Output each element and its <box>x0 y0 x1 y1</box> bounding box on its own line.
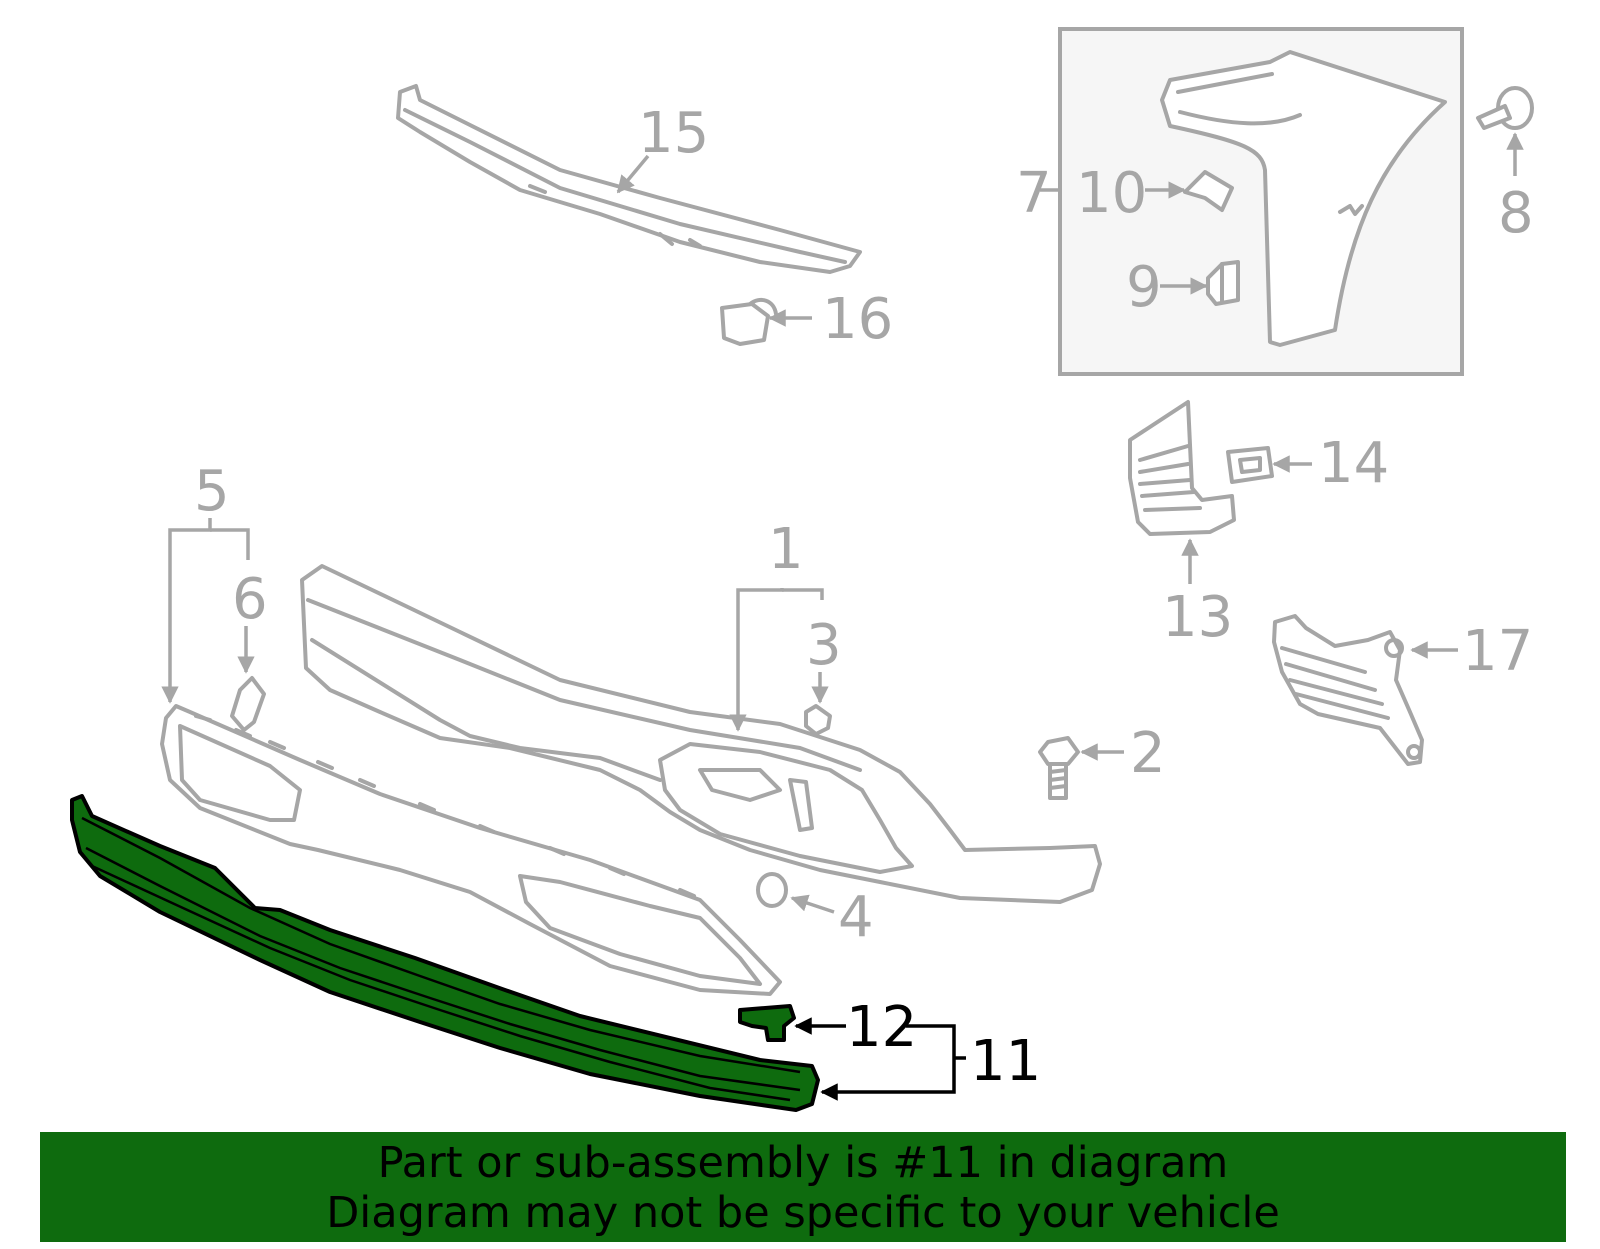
part-15-upper-bar <box>396 84 862 274</box>
callout-14: 14 <box>1318 431 1389 496</box>
callout-10: 10 <box>1076 161 1147 226</box>
callout-5: 5 <box>194 459 230 524</box>
callout-6: 6 <box>232 567 268 632</box>
part-4-grommet <box>756 872 788 908</box>
part-17-bracket <box>1272 614 1424 766</box>
callout-9: 9 <box>1126 255 1162 320</box>
part-5-lower-valance <box>160 704 782 996</box>
part-9-nut <box>1206 260 1240 306</box>
callout-labels: 15 16 7 10 9 8 14 13 17 1 3 2 5 6 4 12 1… <box>194 101 1534 1094</box>
callout-17: 17 <box>1462 619 1533 684</box>
leader-lines <box>161 132 1524 1101</box>
part-14-clip <box>1226 446 1274 484</box>
callout-15: 15 <box>638 101 709 166</box>
callout-7: 7 <box>1016 161 1052 226</box>
part-12-bracket <box>738 1004 796 1042</box>
part-2-bolt <box>1038 736 1080 800</box>
callout-16: 16 <box>822 287 893 352</box>
part-7-bracket <box>1160 50 1447 347</box>
callout-3: 3 <box>806 613 842 678</box>
banner-line-2: Diagram may not be specific to your vehi… <box>326 1188 1280 1238</box>
part-8-pin <box>1476 86 1534 130</box>
part-16-clip <box>720 297 778 346</box>
callout-13: 13 <box>1162 585 1233 650</box>
info-banner: Part or sub-assembly is #11 in diagram D… <box>40 1132 1566 1242</box>
callout-11: 11 <box>970 1029 1041 1094</box>
part-6-clip <box>230 676 266 732</box>
part-1-bumper-cover <box>300 564 1102 904</box>
part-11-lower-deflector <box>70 794 820 1112</box>
part-3-clip <box>804 704 832 736</box>
callout-1: 1 <box>768 517 804 582</box>
banner-line-1: Part or sub-assembly is #11 in diagram <box>377 1138 1229 1188</box>
callout-12: 12 <box>846 995 917 1060</box>
callout-2: 2 <box>1130 721 1166 786</box>
part-10-clip <box>1183 170 1234 212</box>
part-13-bracket <box>1128 400 1236 536</box>
callout-4: 4 <box>838 885 874 950</box>
callout-8: 8 <box>1498 181 1534 246</box>
